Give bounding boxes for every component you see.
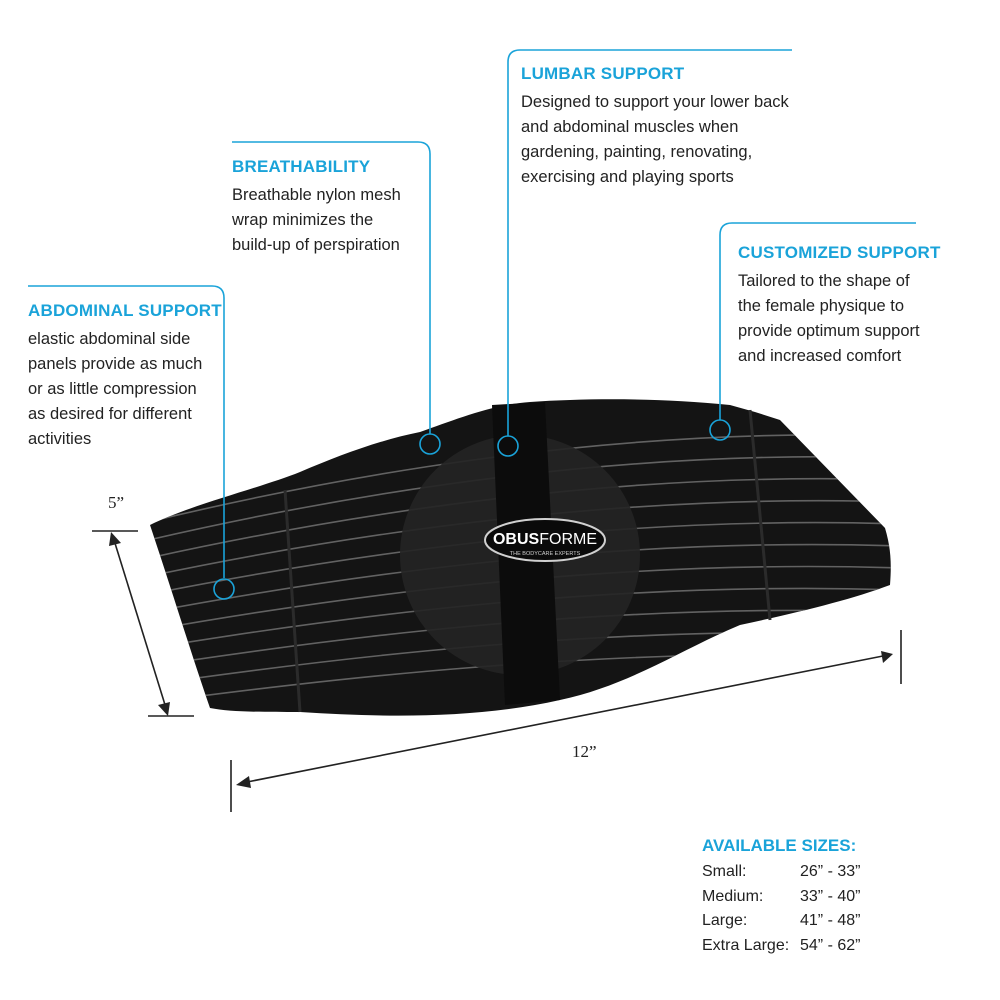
size-range: 33” - 40” — [800, 887, 861, 905]
customized-leader — [719, 222, 916, 420]
lumbar-marker — [497, 435, 519, 457]
dimension-lines — [92, 530, 902, 812]
size-label: Medium: — [702, 887, 764, 905]
size-label: Large: — [702, 912, 748, 929]
abdominal-support-title: ABDOMINAL SUPPORT — [28, 301, 222, 320]
breathability-desc-line: build-up of perspiration — [232, 236, 400, 254]
callout-leaders — [28, 49, 916, 600]
size-row: Extra Large: 54” - 62” — [702, 934, 860, 959]
breathability-callout: BREATHABILITY Breathable nylon mesh wrap… — [232, 157, 401, 258]
dimension-arrowheads — [109, 532, 893, 788]
size-range: 26” - 33” — [800, 863, 861, 880]
logo-tagline: THE BODYCARE EXPERTS — [510, 551, 581, 557]
customized-desc-line: provide optimum support — [738, 322, 920, 340]
available-sizes: AVAILABLE SIZES: Small: 26” - 33” Medium… — [702, 836, 860, 958]
size-range: 41” - 48” — [800, 912, 861, 929]
customized-desc-line: the female physique to — [738, 297, 905, 315]
breathability-desc-line: Breathable nylon mesh — [232, 186, 401, 204]
lumbar-desc-line: exercising and playing sports — [521, 168, 734, 186]
abdominal-desc-line: activities — [28, 430, 92, 448]
abdominal-desc-line: or as little compression — [28, 380, 197, 398]
size-row: Large: 41” - 48” — [702, 909, 860, 934]
lumbar-desc-line: Designed to support your lower back — [521, 93, 789, 111]
size-label: Extra Large: — [702, 936, 790, 954]
logo-light-text: FORME — [539, 531, 597, 548]
size-label: Small: — [702, 863, 747, 880]
abdominal-desc-line: as desired for different — [28, 405, 192, 423]
breathability-leader — [232, 141, 431, 434]
breathability-title: BREATHABILITY — [232, 157, 371, 176]
height-dimension-label: 5” — [108, 493, 125, 512]
customized-desc-line: and increased comfort — [738, 347, 902, 365]
width-dimension-label: 12” — [572, 742, 597, 761]
available-sizes-title: AVAILABLE SIZES: — [702, 836, 857, 855]
obusforme-logo: OBUSFORME THE BODYCARE EXPERTS — [484, 518, 606, 562]
abdominal-desc-line: elastic abdominal side — [28, 330, 191, 348]
lumbar-desc-line: gardening, painting, renovating, — [521, 143, 753, 161]
abdominal-marker — [213, 578, 235, 600]
lumbar-support-title: LUMBAR SUPPORT — [521, 64, 685, 83]
customized-support-callout: CUSTOMIZED SUPPORT Tailored to the shape… — [738, 243, 941, 369]
svg-text:OBUSFORME: OBUSFORME — [493, 531, 597, 548]
size-range: 54” - 62” — [800, 936, 861, 954]
lumbar-support-callout: LUMBAR SUPPORT Designed to support your … — [521, 64, 789, 190]
lumbar-leader — [507, 49, 792, 436]
abdominal-leader — [28, 285, 225, 578]
logo-bold-text: OBUS — [493, 531, 540, 548]
customized-marker — [709, 419, 731, 441]
customized-support-title: CUSTOMIZED SUPPORT — [738, 243, 941, 262]
customized-desc-line: Tailored to the shape of — [738, 272, 910, 290]
size-row: Small: 26” - 33” — [702, 860, 860, 885]
breathability-desc-line: wrap minimizes the — [232, 211, 374, 229]
abdominal-desc-line: panels provide as much — [28, 355, 203, 373]
lumbar-desc-line: and abdominal muscles when — [521, 118, 739, 136]
sizes-table: Small: 26” - 33” Medium: 33” - 40” Large… — [702, 860, 860, 958]
abdominal-support-callout: ABDOMINAL SUPPORT elastic abdominal side… — [28, 301, 222, 452]
breathability-marker — [419, 433, 441, 455]
size-row: Medium: 33” - 40” — [702, 885, 860, 910]
